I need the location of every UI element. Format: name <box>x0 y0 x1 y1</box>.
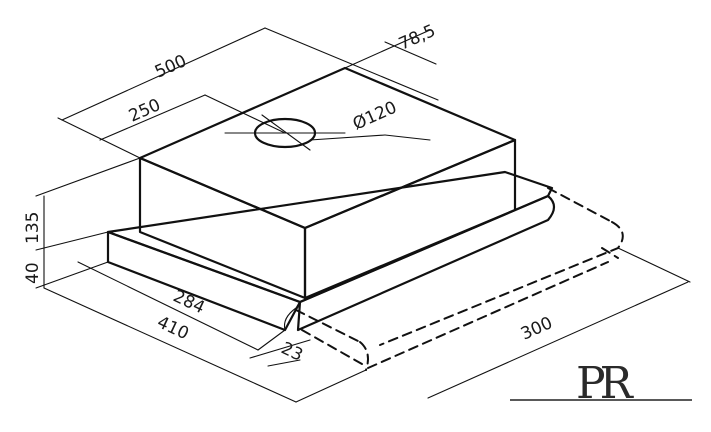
dim-250: 250 <box>126 95 164 126</box>
dim-78-5: 78,5 <box>396 21 439 55</box>
dim-135: 135 <box>23 212 43 244</box>
dim-500: 500 <box>152 51 190 82</box>
hood-body <box>138 66 517 300</box>
brand-logo-letters: PR <box>576 358 635 409</box>
dim-300: 300 <box>518 313 556 344</box>
extension-outline <box>295 187 624 371</box>
dimension-lines <box>35 27 691 403</box>
dim-410: 410 <box>154 312 192 344</box>
dim-40: 40 <box>23 262 43 284</box>
dim-284: 284 <box>170 286 208 318</box>
brand-logo: PR <box>510 358 692 409</box>
dim-diameter-120: Ø120 <box>350 98 400 135</box>
